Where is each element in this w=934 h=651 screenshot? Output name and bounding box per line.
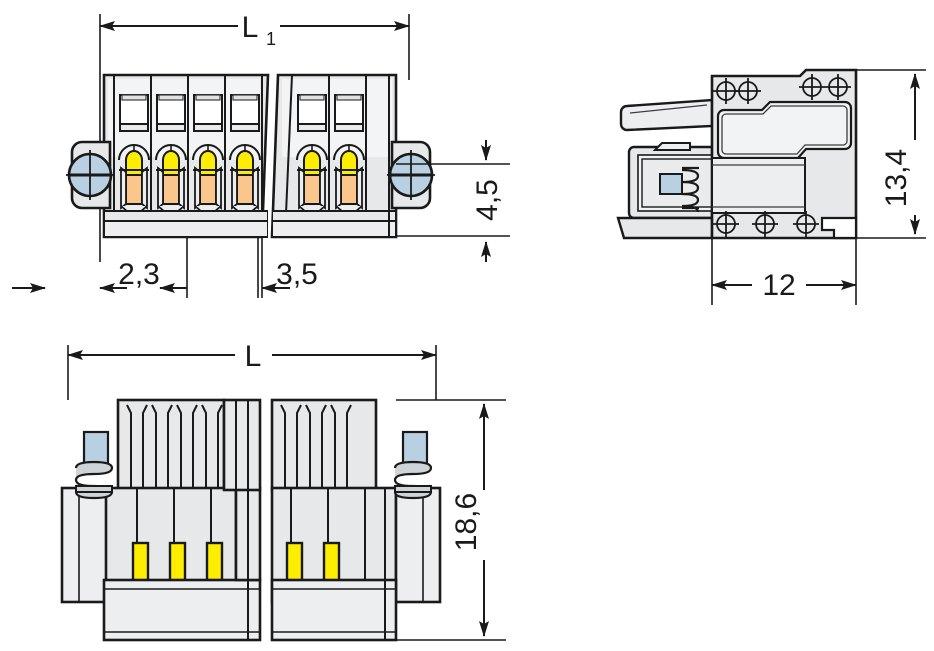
rail-notch [820,216,858,240]
side-mid-channel [711,157,806,214]
orange-contact [199,174,217,205]
dim-3-5-label: 3,5 [276,258,318,291]
comb-teeth-left [126,404,223,490]
dim-13-4: 13,4 [856,69,926,239]
dim-L1-label: L [242,11,259,44]
dim-L1-subscript: 1 [266,29,276,49]
bottom-left-half [60,398,262,642]
dim-L1: L 1 [99,11,410,49]
mounting-screw-left [74,430,114,500]
dim-18-6-label: 18,6 [450,493,483,551]
dim-12: 12 [711,238,857,305]
dim-L: L [67,340,437,373]
clamp-assembly [229,144,261,213]
wire-entry-openings-right [297,94,364,132]
orange-contact [236,174,254,205]
side-bottom-ledge [616,216,714,240]
pin-marker [205,541,224,583]
pin-marker [285,541,304,583]
right-wing [394,486,442,604]
top-left-internals [103,75,268,238]
dim-12-label: 12 [762,269,795,302]
crosshair-markers-bottom [713,211,819,237]
clamp-assembly [155,144,187,213]
wire-entry-openings-left [119,94,260,132]
mounting-screw-right [393,430,433,500]
top-view: L 1 [12,11,510,298]
left-wing [60,486,108,604]
dim-18-6: 18,6 [396,399,506,641]
dim-4-5-label: 4,5 [471,179,504,221]
top-view-right-block [270,73,398,239]
orange-contact [162,174,180,205]
dim-13-4-label: 13,4 [880,149,913,207]
lower-skirt-left [103,210,268,238]
lever-arm [619,98,714,132]
clamp-assembly [333,144,365,213]
dim-2-3: 2,3 [99,258,187,293]
yellow-actuator [199,150,217,176]
contact-pin [659,173,683,195]
clamp-assembly [296,144,328,213]
top-right-internals [272,74,397,238]
side-interior-pocket [716,100,853,160]
dim-L-label: L [245,340,262,373]
pin-marker [322,541,341,583]
yellow-actuator [303,150,321,176]
dim-2-3-label: 2,3 [118,258,160,291]
yellow-actuator [236,150,254,176]
spring-coil [681,166,700,213]
orange-contact [303,174,321,205]
yellow-actuator [125,150,143,176]
clamp-assembly [192,144,224,213]
side-view: 13,4 12 [616,68,926,305]
mounting-flange-left [66,140,114,210]
bottom-right-half [270,398,442,642]
pin-marker [168,541,187,583]
clamp-assembly [118,144,150,213]
orange-contact [125,174,143,205]
crosshair-markers-top [713,74,851,104]
lower-skirt-bottom-right [270,578,398,642]
comb-body-right [270,398,378,492]
dim-3-5: 3,5 [261,258,318,293]
clamp-assemblies-left [118,144,261,213]
yellow-actuator [340,150,358,176]
comb-body-left [116,398,226,492]
lower-skirt-bottom-left [102,578,262,642]
pin-marker [131,541,150,583]
mounting-flange-right [387,140,435,210]
dim-4-5: 4,5 [396,140,510,262]
yellow-actuator [162,150,180,176]
lower-skirt-right [272,210,397,238]
bottom-view: L [60,340,506,642]
comb-teeth-right [280,404,352,490]
top-view-left-block [102,73,270,239]
orange-contact [340,174,358,205]
